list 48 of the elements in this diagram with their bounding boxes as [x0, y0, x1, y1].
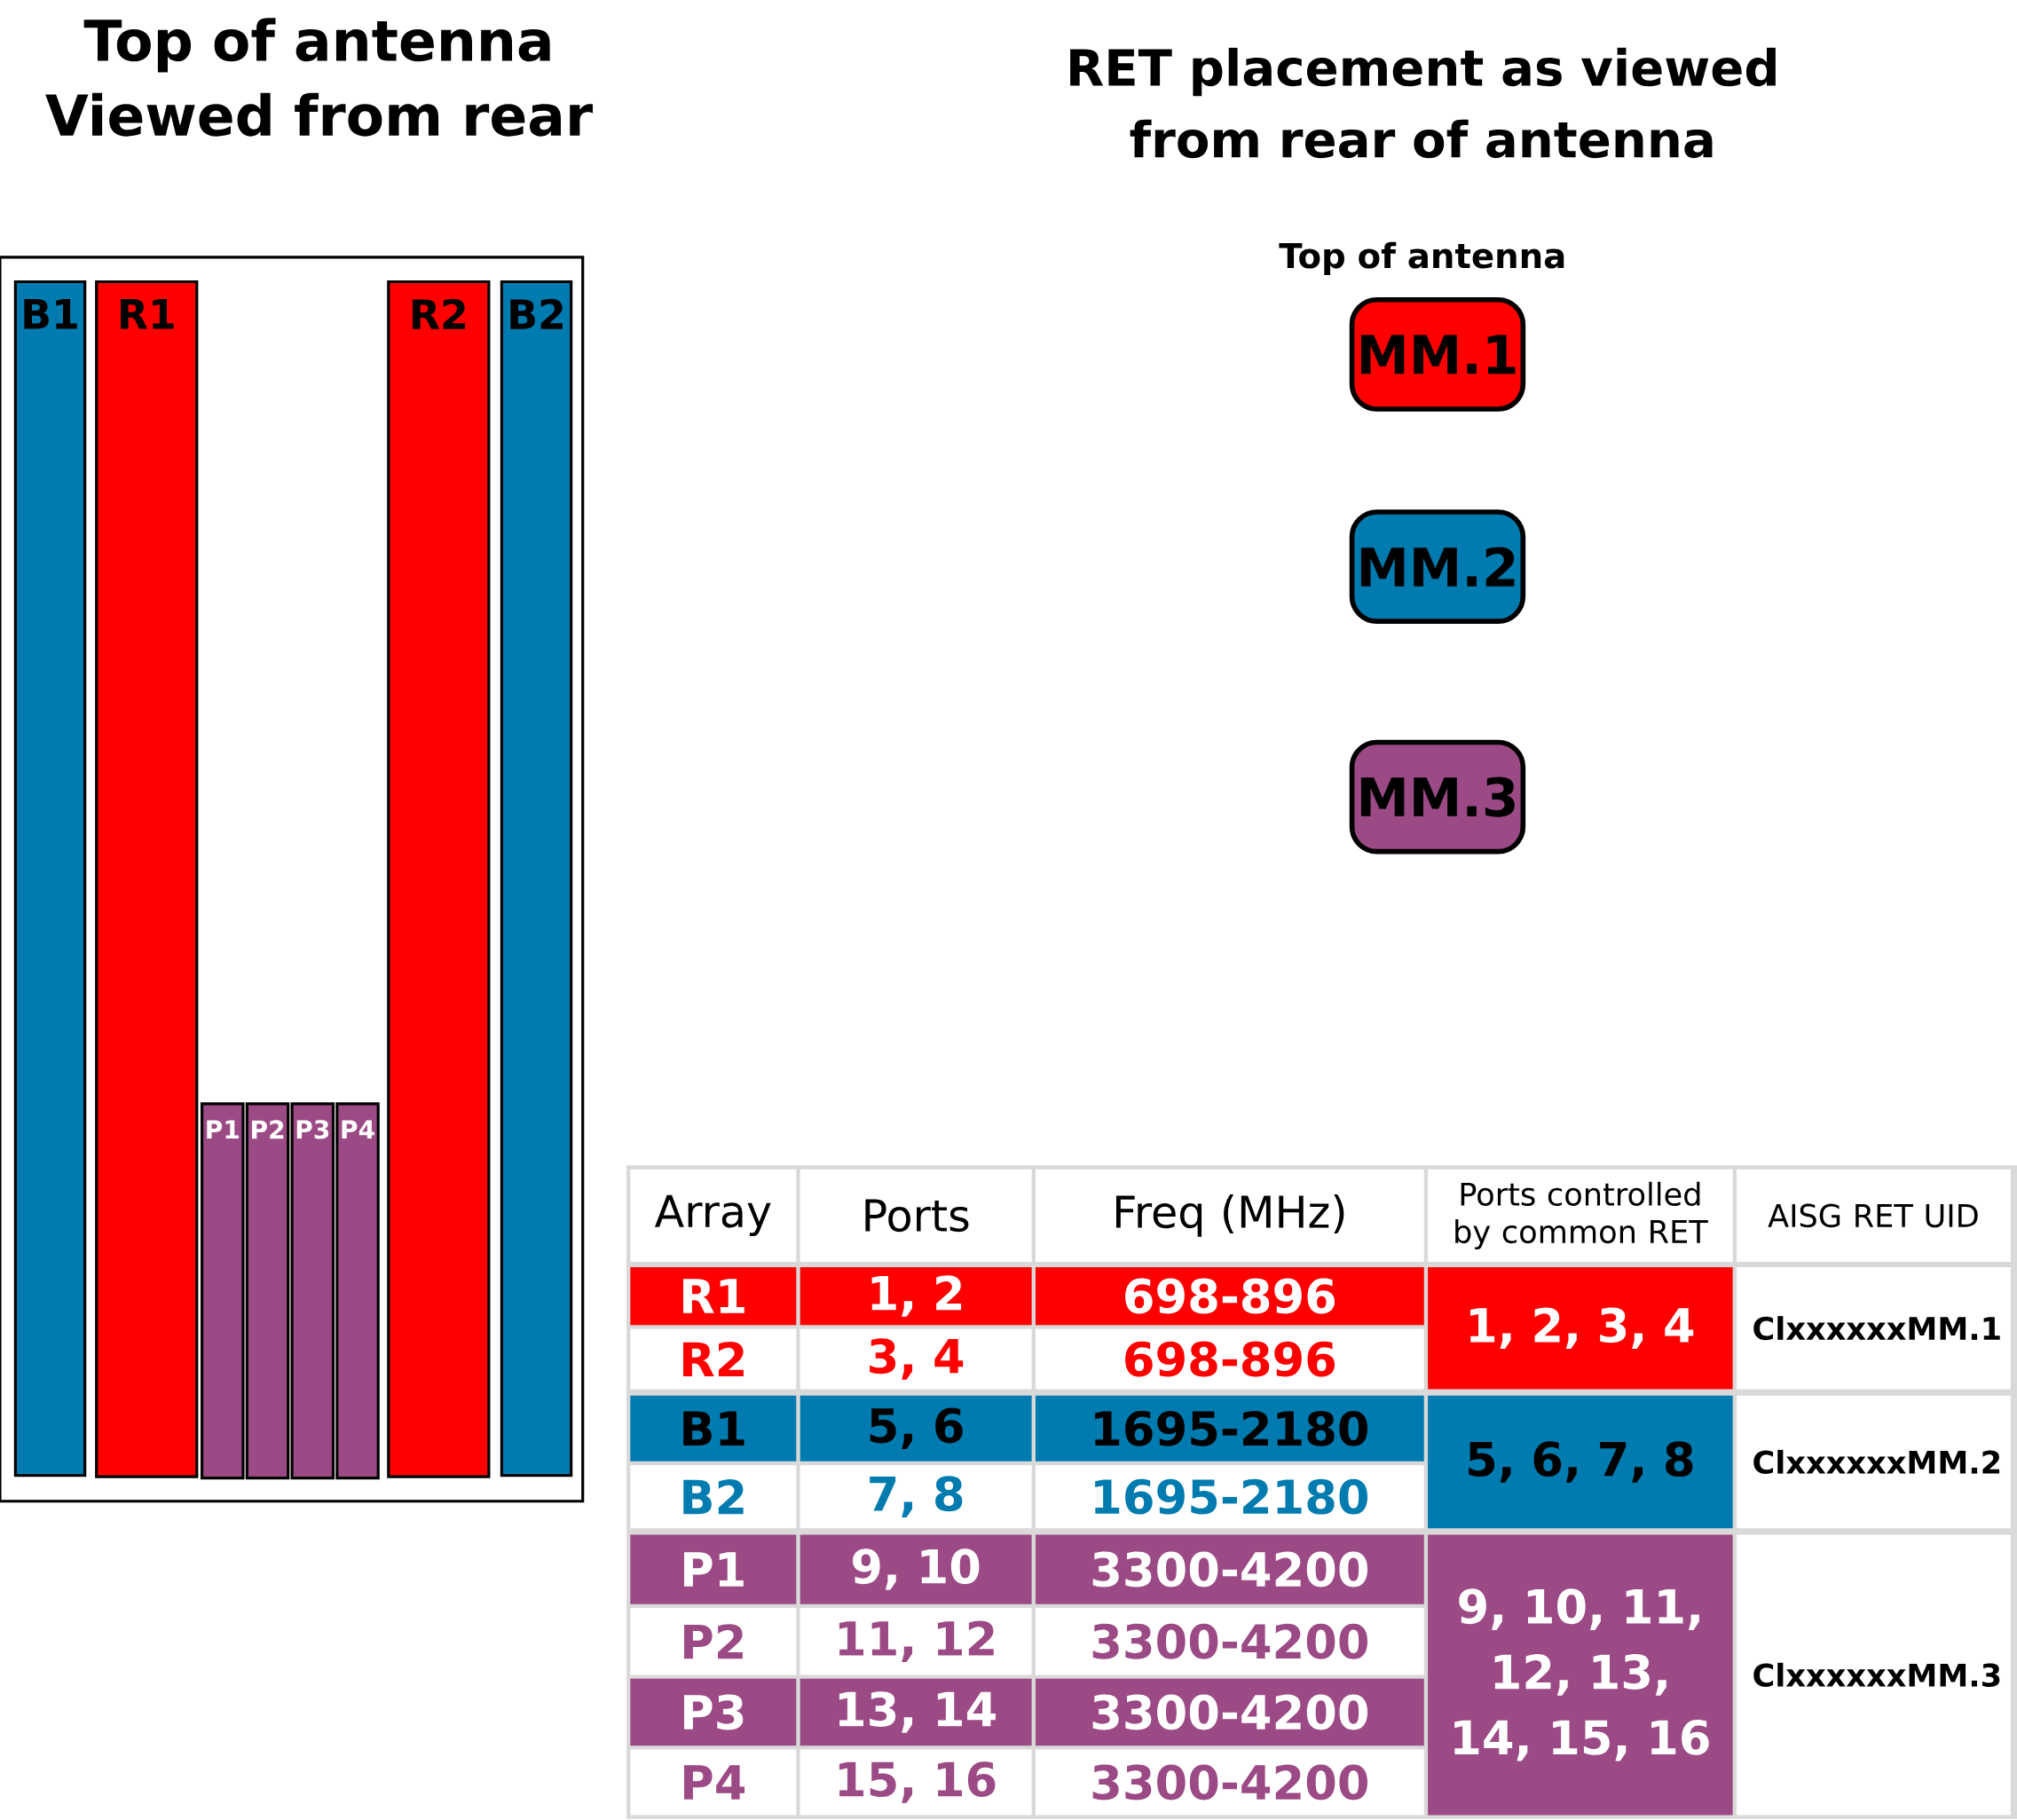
table-cell: B2: [630, 1465, 797, 1529]
table-cell: Array: [630, 1169, 797, 1262]
table-cell: R1: [630, 1266, 797, 1326]
table-cell: 1695-2180: [1035, 1465, 1424, 1529]
table-cell: 13, 14: [800, 1678, 1032, 1746]
table-cell: 3300-4200: [1035, 1607, 1424, 1675]
table-cell: 11, 12: [800, 1607, 1032, 1675]
antenna-array-bar: R2: [387, 280, 491, 1478]
antenna-array-bar: P1: [201, 1102, 245, 1480]
table-cell: R2: [630, 1328, 797, 1390]
table-cell: Ports controlled by common RET: [1428, 1169, 1733, 1262]
table-cell: Freq (MHz): [1035, 1169, 1424, 1262]
table-cell: 9, 10: [800, 1534, 1032, 1604]
table-cell: P2: [630, 1607, 797, 1675]
table-cell: Ports: [800, 1169, 1032, 1262]
table-cell: B1: [630, 1395, 797, 1462]
table-cell: 3300-4200: [1035, 1534, 1424, 1604]
table-cell: 5, 6, 7, 8: [1428, 1395, 1733, 1529]
table-cell: P4: [630, 1749, 797, 1816]
table-cell: ClxxxxxxMM.1: [1737, 1266, 2011, 1390]
table-cell: P1: [630, 1534, 797, 1604]
antenna-array-bar: P2: [245, 1102, 290, 1480]
table-cell: 7, 8: [800, 1465, 1032, 1529]
antenna-array-bar: B2: [500, 280, 573, 1477]
table-cell: 5, 6: [800, 1395, 1032, 1462]
table-cell: P3: [630, 1678, 797, 1746]
table-cell: 1695-2180: [1035, 1395, 1424, 1462]
ret-box: MM.3: [1349, 739, 1526, 855]
antenna-array-bar: P4: [335, 1102, 380, 1480]
antenna-array-bar: P3: [290, 1102, 335, 1480]
table-cell: ClxxxxxxMM.2: [1737, 1395, 2011, 1529]
ret-box: MM.2: [1349, 509, 1526, 624]
table-cell: 698-896: [1035, 1328, 1424, 1390]
antenna-array-bar: B1: [13, 280, 87, 1477]
table-cell: AISG RET UID: [1737, 1169, 2011, 1262]
table-cell: 9, 10, 11, 12, 13, 14, 15, 16: [1428, 1534, 1733, 1816]
table-cell: 3300-4200: [1035, 1749, 1424, 1816]
table-cell: 1, 2: [800, 1266, 1032, 1326]
table-cell: 3, 4: [800, 1328, 1032, 1390]
table-cell: 1, 2, 3, 4: [1428, 1266, 1733, 1390]
ret-box: MM.1: [1349, 296, 1526, 412]
table-cell: ClxxxxxxMM.3: [1737, 1534, 2011, 1816]
table-cell: 698-896: [1035, 1266, 1424, 1326]
antenna-array-bar: R1: [95, 280, 199, 1478]
table-cell: 15, 16: [800, 1749, 1032, 1816]
title: Top of antenna Viewed from rear: [45, 18, 593, 137]
title: RET placement as viewed from rear of antenna: [1070, 47, 1776, 159]
table-cell: 3300-4200: [1035, 1678, 1424, 1746]
